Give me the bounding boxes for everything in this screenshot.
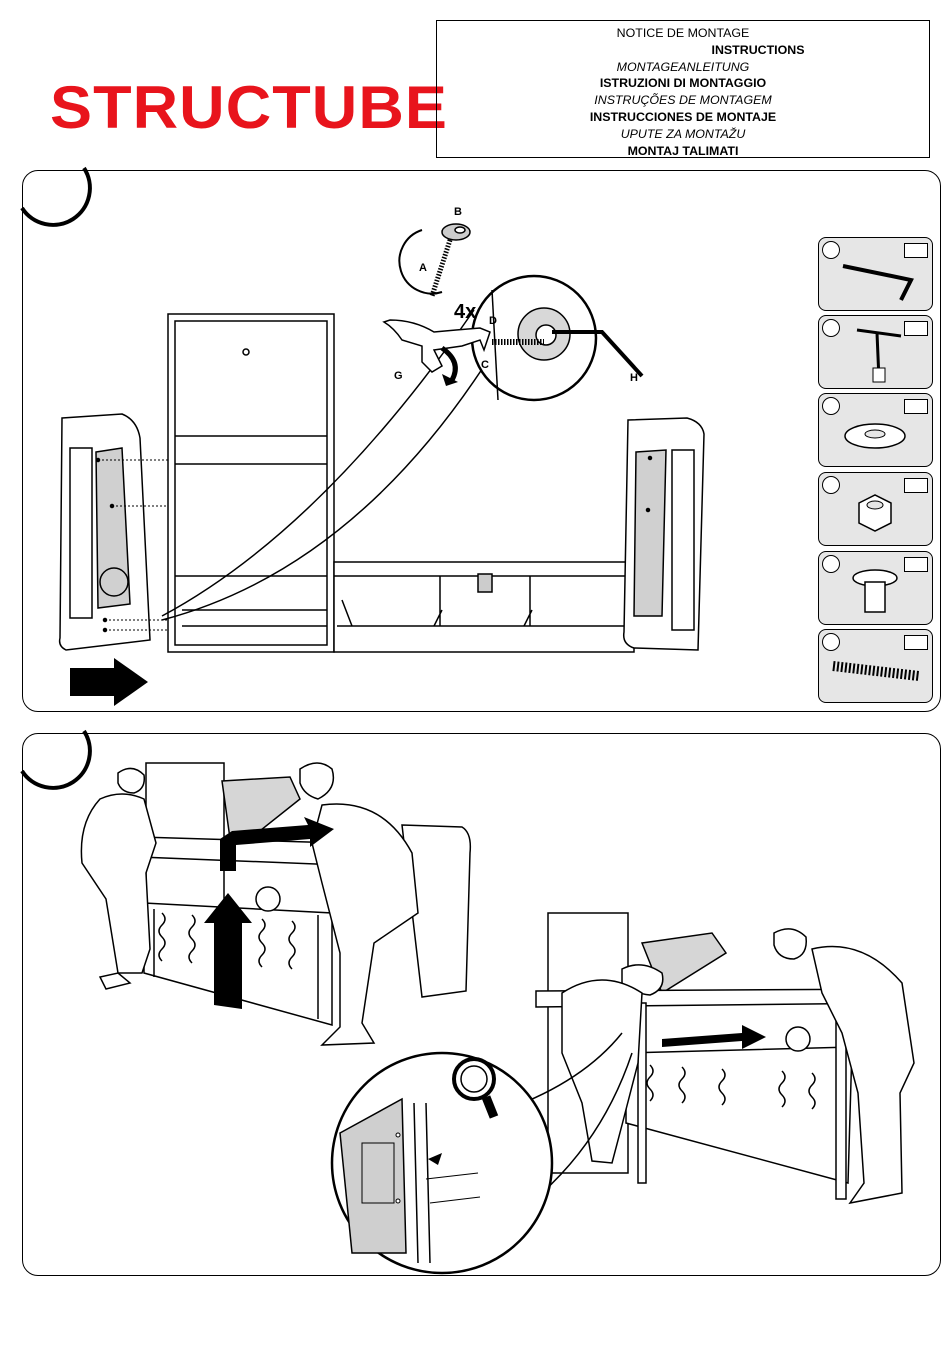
title-line-de: MONTAGEANLEITUNG xyxy=(437,59,929,76)
zoom-detail-bubble xyxy=(332,1053,552,1273)
part-label-b: B xyxy=(454,206,462,218)
left-armrest xyxy=(60,414,150,650)
hex-nut-icon xyxy=(819,473,934,547)
title-line-it: ISTRUZIONI DI MONTAGGIO xyxy=(437,75,929,92)
detail-bubble xyxy=(472,276,642,400)
title-line-es: INSTRUCCIONES DE MONTAJE xyxy=(437,109,929,126)
direction-arrow-icon xyxy=(70,658,148,706)
slide-arrow-icon xyxy=(662,1025,766,1049)
hardware-hex-nut xyxy=(818,472,933,546)
title-line-hr: UPUTE ZA MONTAŽU xyxy=(437,126,929,143)
hardware-barrel-nut xyxy=(818,551,933,625)
hardware-threaded-rod xyxy=(818,629,933,703)
lower-assembly-scene xyxy=(536,913,914,1203)
brand-logo: STRUCTUBE xyxy=(50,78,448,138)
hardware-t-wrench xyxy=(818,315,933,389)
title-line-tr: MONTAJ TALIMATI xyxy=(437,143,929,160)
right-armrest xyxy=(624,418,704,650)
title-line-fr: NOTICE DE MONTAGE xyxy=(437,25,929,42)
part-label-a: A xyxy=(419,262,427,274)
title-box: NOTICE DE MONTAGE INSTRUCTIONS MONTAGEAN… xyxy=(436,20,930,158)
part-label-g: G xyxy=(394,370,403,382)
title-line-en: INSTRUCTIONS xyxy=(437,42,929,59)
title-line-pt: INSTRUÇÕES DE MONTAGEM xyxy=(437,92,929,109)
quantity-label: 4x xyxy=(454,301,476,323)
part-label-c: C xyxy=(481,359,489,371)
part-label-h: H xyxy=(630,372,638,384)
t-wrench-icon xyxy=(819,316,934,390)
hardware-washer xyxy=(818,393,933,467)
upper-assembly-scene xyxy=(81,763,470,1045)
barrel-nut-icon xyxy=(819,552,934,626)
threaded-rod-icon xyxy=(819,630,934,704)
step-1-illustration: 4x B A D C G H xyxy=(22,170,941,712)
hardware-allen-key xyxy=(818,237,933,311)
part-label-d: D xyxy=(489,315,497,327)
washer-icon xyxy=(819,394,934,468)
allen-key-icon xyxy=(819,238,934,312)
step-2-illustration xyxy=(22,733,941,1276)
